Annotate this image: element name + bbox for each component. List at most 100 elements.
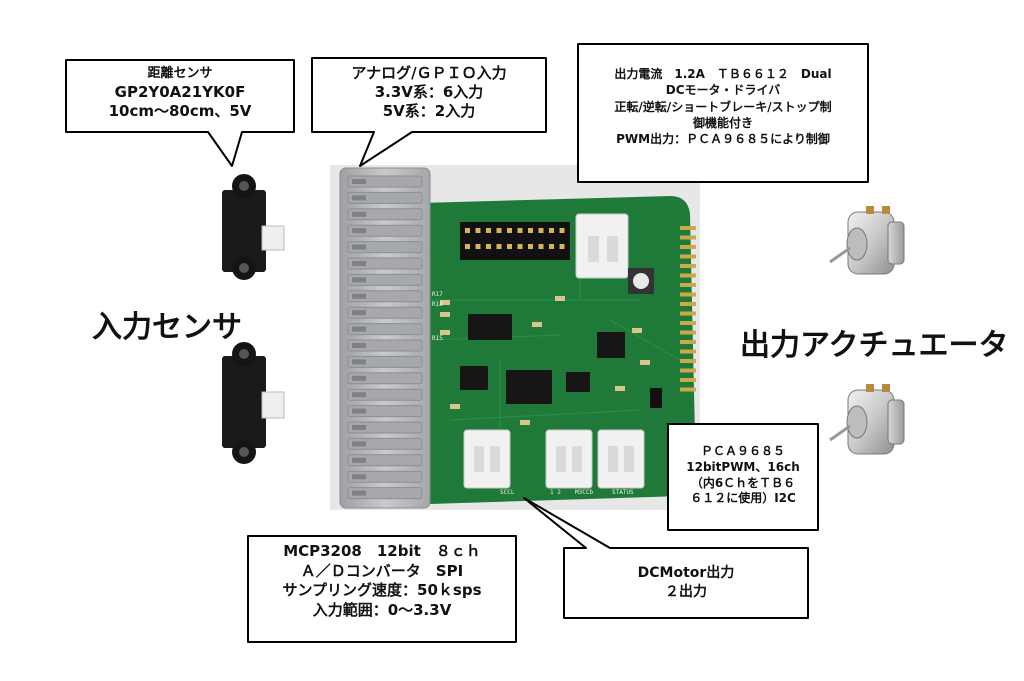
callout-line: 10cm～80cm、5V <box>108 101 252 120</box>
svg-text:M3CCb: M3CCb <box>575 489 593 496</box>
terminal-slot <box>347 470 423 483</box>
right-header-pin <box>680 245 696 249</box>
header-pin <box>528 244 533 249</box>
callout-line: 距離センサ <box>147 66 213 81</box>
terminal-slot <box>347 437 423 450</box>
terminal-slot <box>347 191 423 204</box>
distance-sensor-top <box>222 174 285 280</box>
right-header-pin <box>680 254 696 259</box>
jumper <box>650 388 662 408</box>
terminal-slot <box>347 208 423 221</box>
callout-line: 12bitPWM、16ch <box>686 459 800 474</box>
callout-line: PWM出力：ＰＣＡ９６８５により制御 <box>616 132 830 147</box>
ic-chip-3 <box>460 366 488 390</box>
terminal-screw <box>352 425 366 430</box>
callout-dc-motor-box <box>523 497 809 619</box>
header-pin <box>475 244 481 249</box>
terminal-screw <box>352 343 366 348</box>
header-pin <box>486 228 491 233</box>
dc-motor-bottom <box>829 384 905 455</box>
silkscreen-text: 1 2 M3CCb STATUS SCCL R17 R18 R15 <box>432 291 634 496</box>
terminal-slot <box>347 372 423 385</box>
callout-analog-gpio-box <box>311 57 547 167</box>
terminal-slot <box>347 273 423 286</box>
terminal-screw <box>352 211 366 217</box>
callout-analog-gpio: アナログ/ＧＰＩＯ入力 3.3V系：6入力 5V系：2入力 <box>312 64 546 122</box>
right-header-pin <box>680 292 696 297</box>
header-pin <box>507 244 512 249</box>
terminal-screw <box>352 457 366 463</box>
right-header-pin <box>680 387 696 392</box>
callout-pwm: ＰＣＡ９６８５ 12bitPWM、16ch （内6ＣｈをＴＢ６ ６１２に使用）I… <box>668 444 818 507</box>
terminal-screw <box>352 474 366 480</box>
callout-line: 5V系：2入力 <box>382 102 476 121</box>
terminal-slot <box>347 241 423 254</box>
terminal-slots <box>347 175 423 500</box>
terminal-screw <box>352 179 366 184</box>
terminal-screw <box>352 195 366 201</box>
callout-motor-driver-box <box>577 43 869 183</box>
callout-line: 入力範囲：0～3.3V <box>312 600 452 619</box>
terminal-slot <box>347 405 423 418</box>
right-header-pin <box>680 349 696 354</box>
callout-adc-box <box>247 535 517 643</box>
header-pin <box>549 228 554 233</box>
svg-text:1 2: 1 2 <box>550 489 561 496</box>
right-header-pin <box>680 264 696 268</box>
ic-chip-2 <box>597 332 625 358</box>
terminal-screw <box>352 326 366 332</box>
callout-dc-motor: DCMotor出力 ２出力 <box>564 564 808 602</box>
right-header-pin <box>680 321 696 325</box>
header-pin <box>559 244 565 249</box>
header-pin <box>559 228 565 233</box>
terminal-slot <box>347 339 423 352</box>
callout-adc: MCP3208 12bit ８ｃｈ Ａ／Ｄコンバータ SPI サンプリング速度：… <box>248 542 516 620</box>
terminal-screw <box>352 490 366 496</box>
callout-line: 御機能付き <box>692 115 753 130</box>
terminal-slot <box>347 290 423 303</box>
right-header-pin <box>680 340 696 344</box>
callout-line: サンプリング速度：50ｋsps <box>282 581 482 599</box>
terminal-slot <box>347 257 423 270</box>
output-actuator-label: 出力アクチュエータ <box>740 328 1009 363</box>
terminal-screw <box>352 244 366 250</box>
callout-line: アナログ/ＧＰＩＯ入力 <box>351 64 507 82</box>
callout-distance-sensor: 距離センサ GP2Y0A21YK0F 10cm～80cm、5V <box>66 66 294 121</box>
right-header-pin <box>680 235 696 240</box>
terminal-screw <box>352 228 366 234</box>
terminal-slot <box>347 306 423 319</box>
terminal-screw <box>352 375 366 381</box>
callout-distance-sensor-box <box>65 59 295 167</box>
header-pin <box>517 228 523 233</box>
header-pin <box>538 244 544 249</box>
callout-line: ＰＣＡ９６８５ <box>700 444 785 458</box>
right-header-pin <box>680 368 696 373</box>
callout-line: 正転/逆転/ショートブレーキ/ストップ制 <box>614 99 832 114</box>
right-header-pin <box>680 273 696 278</box>
header-pin <box>549 244 554 249</box>
callout-line: （内6ＣｈをＴＢ６ <box>690 475 796 490</box>
ic-chip-1 <box>468 314 512 340</box>
terminal-slot <box>347 487 423 500</box>
header-pin <box>486 244 491 249</box>
svg-text:STATUS: STATUS <box>612 489 634 496</box>
terminal-screw <box>352 293 366 299</box>
callout-line: DCMotor出力 <box>637 565 735 581</box>
terminal-screw <box>352 277 366 283</box>
svg-text:R17: R17 <box>432 291 443 298</box>
right-header-pin <box>680 359 696 363</box>
terminal-slot <box>347 388 423 401</box>
ic-chip-4 <box>566 372 590 392</box>
terminal-screw <box>352 310 366 316</box>
terminal-slot <box>347 421 423 434</box>
dc-motor-top <box>829 206 905 275</box>
svg-text:R15: R15 <box>432 335 443 342</box>
right-header-pin <box>680 226 696 230</box>
header-pin <box>475 228 481 233</box>
white-connector-top <box>575 213 629 279</box>
terminal-screw <box>352 408 366 414</box>
terminal-slot <box>347 323 423 336</box>
terminal-slot <box>347 355 423 368</box>
